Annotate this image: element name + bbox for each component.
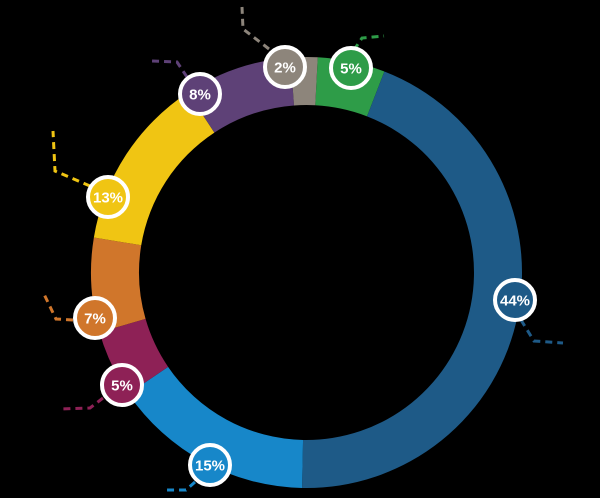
leader-line-dark-blue [519,319,564,345]
leader-line-gray [240,6,270,51]
badge-label-light-blue: 15% [195,457,225,474]
leader-line-purple [151,59,189,78]
badge-label-dark-blue: 44% [500,292,530,309]
badge-circle-purple [178,72,222,116]
leader-line-light-blue [163,480,196,492]
badge-circle-green [329,46,373,90]
leader-line-green [352,34,385,51]
badge-circle-yellow [86,175,130,219]
badge-label-maroon: 5% [111,377,133,394]
badge-circle-maroon [100,363,144,407]
badge-circle-light-blue [188,443,232,487]
badge-label-purple: 8% [189,86,211,103]
badge-label-orange: 7% [84,310,106,327]
leader-line-orange [41,291,74,322]
donut-segment-light-blue [128,366,304,488]
leader-line-maroon [60,396,104,411]
badge-circle-dark-blue [493,278,537,322]
donut-segment-dark-blue [302,71,523,489]
badge-label-yellow: 13% [93,189,123,206]
badge-circle-gray [263,45,307,89]
donut-segment-maroon [99,318,169,394]
badge-circle-orange [73,296,117,340]
badge-label-green: 5% [340,60,362,77]
leader-line-yellow [51,130,91,188]
badge-label-gray: 2% [274,59,296,76]
